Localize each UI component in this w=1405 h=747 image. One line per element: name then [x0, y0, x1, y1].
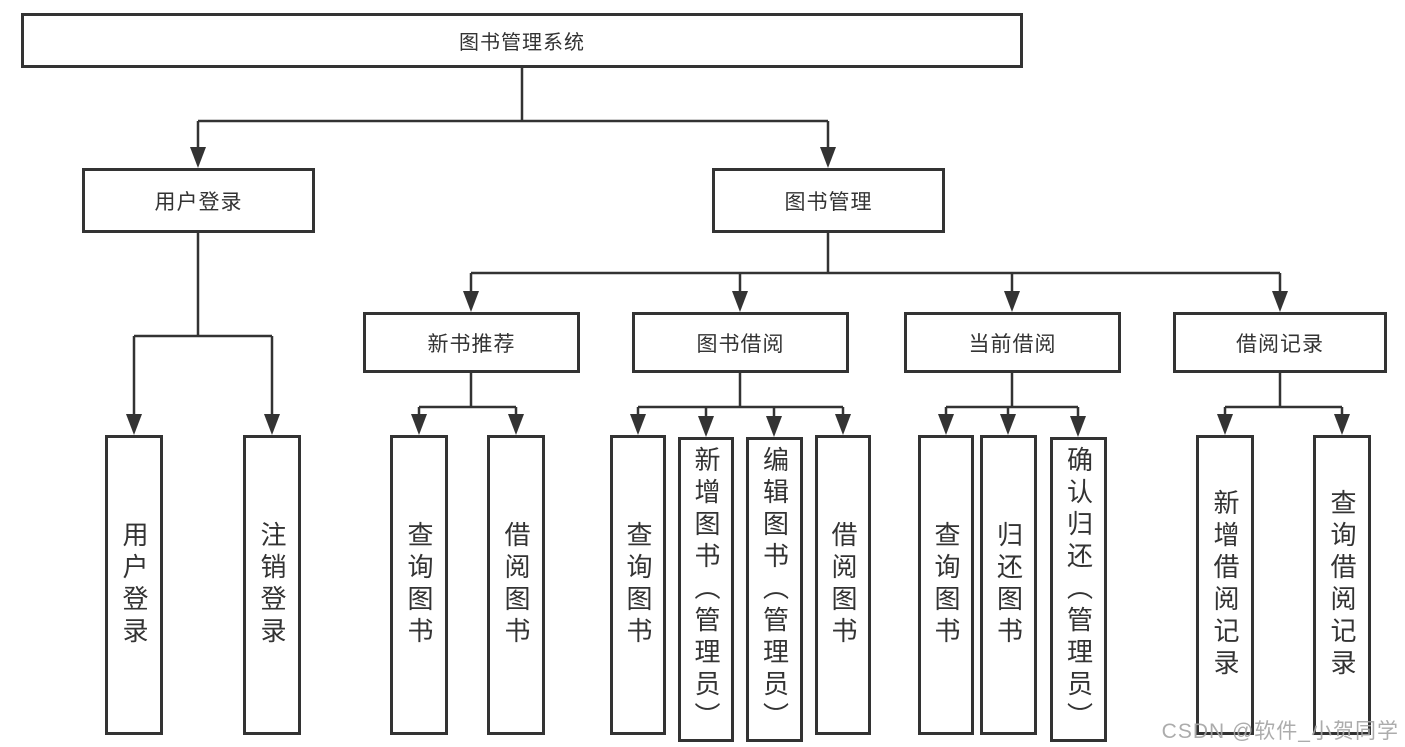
node-current-borrowing: 当前借阅	[904, 312, 1121, 373]
leaf-user-login-label: 用户登录	[119, 521, 149, 649]
leaf-return-books-label: 归还图书	[993, 521, 1024, 649]
leaf-query-books-recommend: 查询图书	[390, 435, 448, 735]
watermark: CSDN @软件_小贺同学	[1161, 720, 1399, 743]
leaf-logout-label: 注销登录	[257, 521, 287, 649]
node-borrowing-records-label: 借阅记录	[1236, 332, 1324, 356]
leaf-query-books-borrowing: 查询图书	[610, 435, 666, 735]
leaf-query-borrow-record: 查询借阅记录	[1313, 435, 1371, 735]
leaf-return-books: 归还图书	[980, 435, 1037, 735]
branch-borrowing-records	[1223, 373, 1344, 417]
node-borrowing-records: 借阅记录	[1173, 312, 1387, 373]
leaf-logout: 注销登录	[243, 435, 301, 735]
leaf-borrow-books-recommend-label: 借阅图书	[501, 521, 531, 649]
node-book-management-label: 图书管理	[784, 190, 873, 214]
leaf-confirm-return-admin: 确认归还（管理员）	[1050, 437, 1107, 742]
node-user-login: 用户登录	[82, 168, 315, 233]
leaf-query-books-current: 查询图书	[918, 435, 974, 735]
node-new-book-recommend: 新书推荐	[363, 312, 580, 373]
leaf-confirm-return-admin-label: 确认归还（管理员）	[1063, 445, 1094, 734]
node-new-book-recommend-label: 新书推荐	[427, 332, 516, 356]
branch-root	[196, 68, 830, 150]
node-root-library-system: 图书管理系统	[21, 13, 1023, 68]
leaf-borrow-books-borrowing: 借阅图书	[815, 435, 871, 735]
leaf-query-books-borrowing-label: 查询图书	[623, 521, 653, 649]
leaf-borrow-books-borrowing-label: 借阅图书	[828, 521, 858, 649]
branch-book-borrowing	[636, 373, 845, 419]
leaf-add-borrow-record: 新增借阅记录	[1196, 435, 1254, 735]
branch-new-book-recommend	[417, 373, 518, 417]
leaf-edit-book-admin-label: 编辑图书（管理员）	[759, 445, 790, 734]
node-book-borrowing-label: 图书借阅	[696, 332, 785, 356]
leaf-add-borrow-record-label: 新增借阅记录	[1210, 489, 1240, 681]
leaf-add-book-admin: 新增图书（管理员）	[678, 437, 734, 742]
leaf-user-login: 用户登录	[105, 435, 163, 735]
node-root-label: 图书管理系统	[459, 32, 585, 54]
node-user-login-label: 用户登录	[154, 190, 243, 214]
node-current-borrowing-label: 当前借阅	[968, 332, 1057, 356]
branch-user-login	[132, 233, 274, 417]
leaf-query-borrow-record-label: 查询借阅记录	[1327, 489, 1357, 681]
leaf-borrow-books-recommend: 借阅图书	[487, 435, 545, 735]
leaf-query-books-recommend-label: 查询图书	[404, 521, 434, 649]
node-book-borrowing: 图书借阅	[632, 312, 849, 373]
node-book-management: 图书管理	[712, 168, 945, 233]
branch-book-management	[469, 233, 1282, 294]
leaf-query-books-current-label: 查询图书	[931, 521, 961, 649]
branch-current-borrowing	[944, 373, 1080, 419]
leaf-edit-book-admin: 编辑图书（管理员）	[746, 437, 803, 742]
leaf-add-book-admin-label: 新增图书（管理员）	[691, 445, 721, 734]
